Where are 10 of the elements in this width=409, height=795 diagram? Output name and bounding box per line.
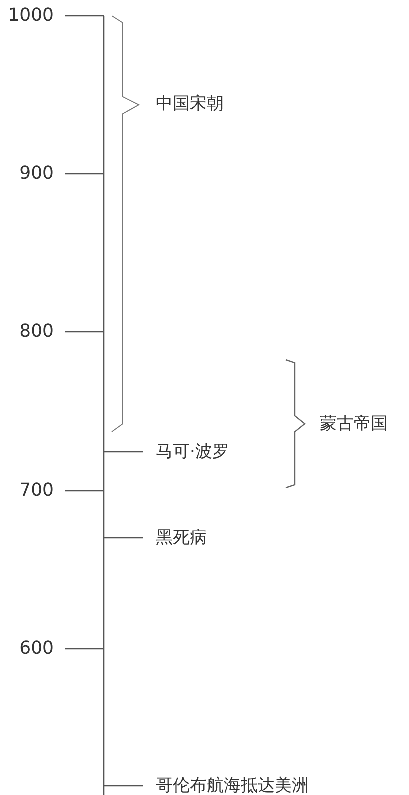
- event-label: 黑死病: [156, 527, 207, 549]
- event-label: 马可·波罗: [156, 441, 230, 463]
- event-label: 中国宋朝: [156, 93, 224, 115]
- event-label: 哥伦布航海抵达美洲: [156, 775, 309, 795]
- year-label: 800: [18, 321, 54, 343]
- year-label: 600: [18, 638, 54, 660]
- year-label: 700: [18, 480, 54, 502]
- event-label: 蒙古帝国: [320, 413, 388, 435]
- year-label: 900: [18, 163, 54, 185]
- year-label: 1000: [7, 5, 54, 27]
